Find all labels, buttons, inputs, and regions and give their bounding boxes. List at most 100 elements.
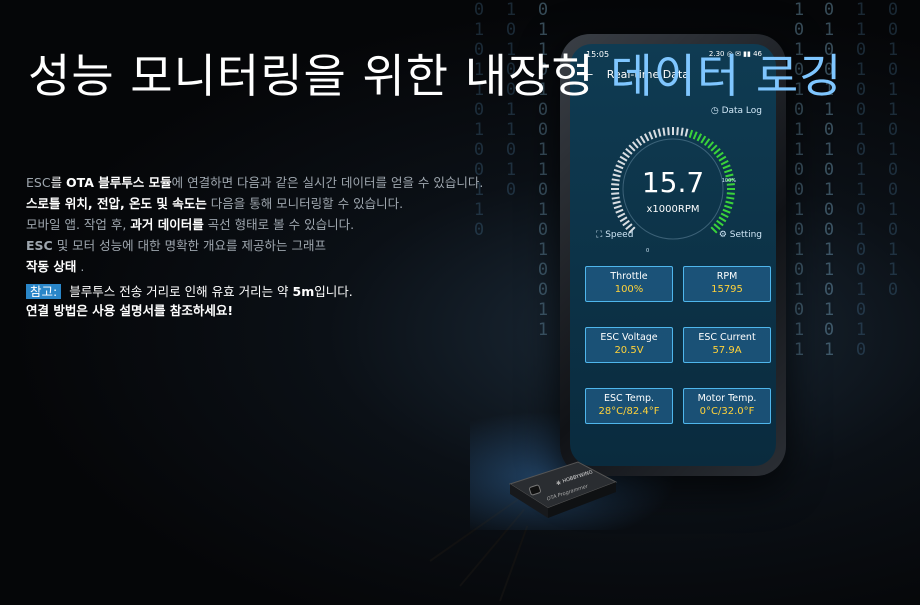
text-segment: 다음을 통해 모니터링할 수 있습니다. bbox=[206, 196, 404, 211]
binary-column: 0 0 1 0 1 1 0 1 0 0 1 0 1 1 0 bbox=[887, 0, 899, 300]
gauge-tick bbox=[710, 226, 718, 234]
gauge-tick bbox=[667, 127, 670, 136]
gauge-unit: x1000RPM bbox=[646, 204, 700, 215]
description-line: 모바일 앱. 작업 후, 과거 데이터를 곡선 형태로 볼 수 있습니다. bbox=[26, 214, 546, 235]
gauge-tick bbox=[703, 138, 711, 146]
tile-label: Motor Temp. bbox=[697, 393, 757, 404]
nav-title: Real-time Data bbox=[606, 68, 690, 81]
gauge-tick bbox=[612, 200, 621, 205]
note-text: 블루투스 전송 거리로 인해 유효 거리는 약 bbox=[69, 284, 293, 299]
gauge-tick bbox=[612, 173, 621, 178]
text-segment-bold: 과거 데이터를 bbox=[130, 217, 204, 232]
gauge-tick bbox=[611, 178, 620, 182]
text-segment: 에 연결하면 다음과 같은 실시간 데이터를 얻을 수 있습니다. bbox=[171, 175, 484, 190]
text-segment-bold: 작동 상태 bbox=[26, 259, 77, 274]
back-arrow-icon[interactable]: ← bbox=[584, 68, 594, 81]
gauge-tick bbox=[726, 183, 735, 186]
tile-value: 15795 bbox=[711, 284, 743, 295]
gauge-tick bbox=[619, 216, 628, 223]
gauge-tick bbox=[625, 223, 633, 231]
rpm-gauge: 15.7 x1000RPM 100% 0 bbox=[606, 122, 740, 256]
binary-column: 1 0 1 0 1 0 1 1 0 0 1 0 1 0 1 0 1 1 bbox=[793, 0, 805, 360]
gauge-tick bbox=[615, 164, 624, 170]
gauge-tick bbox=[628, 144, 636, 152]
gauge-tick bbox=[622, 219, 630, 227]
gear-icon: ⚙ bbox=[718, 230, 727, 240]
gauge-tick bbox=[713, 147, 721, 155]
tile-throttle[interactable]: Throttle 100% bbox=[585, 266, 673, 302]
speed-label: Speed bbox=[605, 230, 634, 240]
gauge-tick bbox=[611, 192, 620, 195]
status-icons: 2.30 ◎ ✉ ▮▮ 46 bbox=[708, 50, 762, 58]
gauge-tick bbox=[700, 135, 707, 144]
description-line: 스로틀 위치, 전압, 온도 및 속도는 다음을 통해 모니터링할 수 있습니다… bbox=[26, 193, 546, 214]
app-screen: 15:05 2.30 ◎ ✉ ▮▮ 46 ← Real-time Data ◷ … bbox=[570, 44, 776, 466]
gauge-tick bbox=[720, 212, 729, 219]
description-line: ESC 및 모터 성능에 대한 명확한 개요를 제공하는 그래프 bbox=[26, 235, 546, 256]
tile-value: 57.9A bbox=[712, 345, 742, 356]
text-segment-bold: OTA 블루투스 모듈 bbox=[66, 175, 172, 190]
tile-value: 100% bbox=[614, 284, 644, 295]
title-accent: 데이터 로깅 bbox=[610, 49, 843, 103]
tile-esc-voltage[interactable]: ESC Voltage 20.5V bbox=[585, 327, 673, 363]
text-segment: 모바일 앱. 작업 후, bbox=[26, 217, 131, 232]
tile-esc-temp[interactable]: ESC Temp. 28°C/82.4°F bbox=[585, 388, 673, 424]
note-line: 참고:블루투스 전송 거리로 인해 유효 거리는 약 5m입니다. bbox=[26, 282, 353, 301]
gauge-tick bbox=[724, 168, 733, 174]
gauge-tick bbox=[716, 151, 724, 159]
gauge-tick bbox=[726, 178, 735, 182]
gauge-tick bbox=[652, 129, 658, 138]
text-segment: ESC bbox=[26, 175, 51, 190]
clock-icon: ◷ bbox=[710, 106, 719, 116]
gauge-tick bbox=[625, 147, 633, 155]
tile-esc-current[interactable]: ESC Current 57.9A bbox=[683, 327, 771, 363]
binary-column: 1 0 1 0 0 1 1 0 1 0 bbox=[505, 0, 517, 200]
gauge-tick bbox=[639, 135, 646, 144]
gauge-tick bbox=[688, 129, 694, 138]
gauge-tick bbox=[611, 196, 620, 200]
binary-column: 0 1 0 1 1 0 1 0 0 1 1 0 bbox=[473, 0, 485, 240]
description-line: 작동 상태 . bbox=[26, 256, 546, 277]
binary-column: 0 1 1 0 1 0 0 1 1 0 1 0 1 0 0 1 1 bbox=[537, 0, 549, 340]
note-line: 연결 방법은 사용 설명서를 참조하세요! bbox=[26, 303, 234, 318]
gauge-tick bbox=[615, 208, 624, 214]
tile-value: 0°C/32.0°F bbox=[699, 406, 755, 417]
gauge-tick bbox=[726, 196, 735, 200]
gauge-tick bbox=[713, 223, 721, 231]
gauge-tick bbox=[716, 219, 724, 227]
text-segment: 를 bbox=[50, 175, 67, 190]
gauge-tick bbox=[707, 141, 715, 149]
cable bbox=[499, 525, 529, 602]
gauge-tick bbox=[648, 131, 654, 140]
setting-button[interactable]: ⚙ Setting bbox=[719, 230, 762, 240]
text-segment: 곡선 형태로 볼 수 있습니다. bbox=[203, 217, 355, 232]
gauge-tick bbox=[710, 144, 718, 152]
gauge-tick bbox=[611, 183, 620, 186]
gauge-tick bbox=[722, 164, 731, 170]
gauge-tick bbox=[676, 127, 679, 136]
gauge-min-label: 0 bbox=[646, 248, 650, 254]
tile-label: ESC Temp. bbox=[603, 393, 655, 404]
gauge-tick bbox=[692, 131, 698, 140]
description-line: ESC를 OTA 블루투스 모듈에 연결하면 다음과 같은 실시간 데이터를 얻… bbox=[26, 172, 546, 193]
binary-column: 1 1 0 1 0 0 1 0 1 1 0 1 0 0 1 0 1 0 bbox=[855, 0, 867, 360]
tile-label: RPM bbox=[716, 271, 738, 282]
gauge-tick bbox=[617, 212, 626, 219]
gauge-max-label: 100% bbox=[721, 178, 736, 184]
speed-button[interactable]: ⛶ Speed bbox=[596, 230, 633, 240]
nav-bar: ← Real-time Data bbox=[584, 68, 689, 81]
setting-label: Setting bbox=[729, 230, 762, 240]
tile-rpm[interactable]: RPM 15795 bbox=[683, 266, 771, 302]
gauge-tick bbox=[643, 133, 650, 142]
note-tag: 참고: bbox=[26, 284, 62, 299]
tile-motor-temp[interactable]: Motor Temp. 0°C/32.0°F bbox=[683, 388, 771, 424]
note-text-bold: 5m bbox=[292, 284, 315, 299]
gauge-tick bbox=[662, 127, 666, 136]
bluetooth-icon: ✱ bbox=[556, 480, 562, 487]
data-log-button[interactable]: ◷ Data Log bbox=[711, 106, 762, 116]
gauge-tick bbox=[628, 226, 636, 234]
title-main: 성능 모니터링을 위한 내장형 bbox=[28, 49, 611, 103]
text-segment: . bbox=[76, 259, 85, 274]
gauge-tick bbox=[718, 155, 727, 162]
gauge-tick bbox=[622, 151, 630, 159]
